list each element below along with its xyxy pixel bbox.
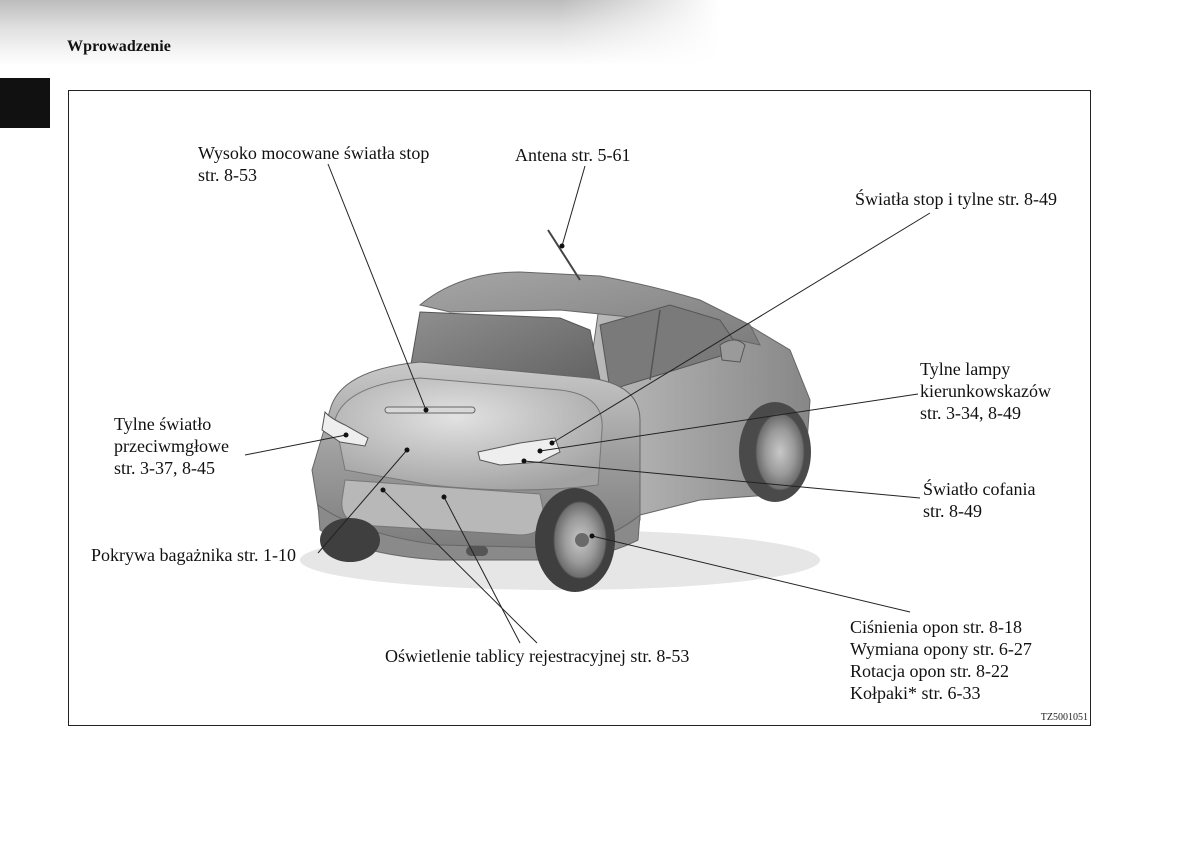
label-rear-fog-light: Tylne światło przeciwmgłowe str. 3-37, 8… [114, 414, 229, 478]
antenna [547, 229, 581, 281]
side-mirror [719, 339, 746, 363]
rear-bumper [317, 503, 641, 561]
label-rear-turn-signals: Tylne lampy kierunkowskazów str. 3-34, 8… [920, 359, 1051, 423]
car-roof [418, 271, 761, 346]
right-tail-light [477, 437, 561, 466]
rear-left-wheel [320, 518, 380, 562]
side-tab-marker [0, 78, 50, 128]
leader-lines [244, 163, 931, 644]
figure-code: TZ5001051 [1040, 712, 1088, 723]
label-reversing-light: Światło cofania str. 8-49 [923, 479, 1036, 521]
label-high-stop-light: Wysoko mocowane światła stop str. 8-53 [198, 143, 430, 185]
section-title: Wprowadzenie [67, 38, 172, 55]
label-plate-light: Oświetlenie tablicy rejestracyjnej str. … [385, 646, 690, 666]
high-stop-light [384, 406, 476, 414]
figure-frame [68, 90, 1091, 726]
callout-dots [343, 243, 595, 539]
header-band [0, 0, 720, 66]
label-stop-tail-lights: Światła stop i tylne str. 8-49 [855, 189, 1057, 209]
label-antenna: Antena str. 5-61 [515, 145, 631, 165]
label-trunk-lid: Pokrywa bagażnika str. 1-10 [91, 545, 296, 565]
trunk-lid [334, 377, 603, 491]
exhaust-pipe [466, 546, 488, 556]
label-tires: Ciśnienia opon str. 8-18 Wymiana opony s… [850, 617, 1032, 703]
